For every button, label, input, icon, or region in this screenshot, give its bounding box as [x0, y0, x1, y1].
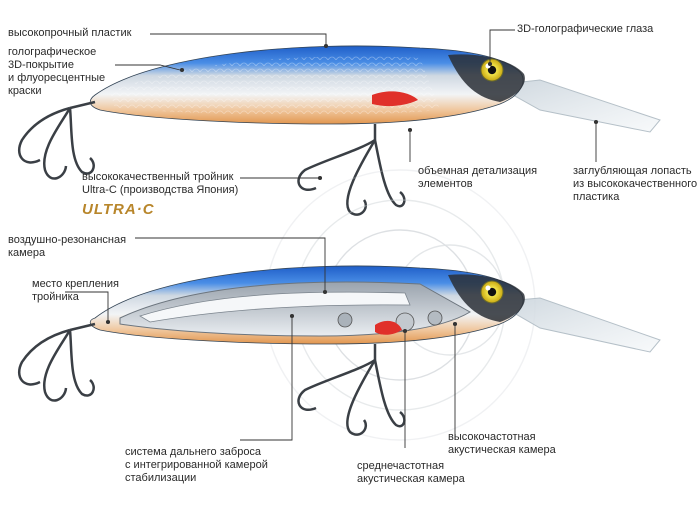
bottom-diving-lip	[493, 297, 661, 353]
leader-plastic	[150, 33, 327, 44]
leader-holo	[115, 64, 181, 71]
ultra-c-logo: ULTRA·C	[82, 201, 155, 218]
label-hook: высококачественный тройник Ultra-C (прои…	[82, 171, 239, 196]
leader-eyes	[489, 29, 515, 62]
label-high-chamber: высокочастотная акустическая камера	[448, 431, 556, 456]
leader-lines	[65, 29, 599, 448]
label-plastic: высокопрочный пластик	[8, 27, 132, 39]
label-cast-system: система дальнего заброса с интегрированн…	[125, 446, 268, 484]
top-eye-icon	[480, 58, 504, 82]
top-diving-lip	[493, 79, 661, 133]
label-air-chamber: воздушно-резонансная камера	[8, 234, 127, 259]
label-holo: голографическое 3D-покрытие и флуоресцен…	[8, 46, 106, 97]
label-eyes: 3D-голографические глаза	[517, 23, 654, 35]
leader-air	[135, 237, 326, 290]
bottom-eye-icon	[480, 280, 504, 304]
bottom-lure	[17, 169, 661, 441]
top-gill-fin	[372, 91, 418, 107]
label-mount: место крепления тройника	[32, 278, 119, 303]
leader-cast	[240, 318, 293, 441]
top-belly-hook	[297, 124, 406, 216]
label-lip: заглубляющая лопасть из высококачественн…	[573, 165, 698, 203]
label-mid-chamber: среднечастотная акустическая камера	[357, 460, 465, 485]
label-detail: объемная детализация элементов	[418, 165, 538, 190]
top-tail-hook	[17, 100, 96, 180]
bottom-belly-hook	[297, 344, 406, 436]
leader-mount	[65, 291, 109, 320]
top-lure	[17, 45, 661, 216]
bottom-tail-hook	[17, 322, 96, 402]
air-resonance-chamber	[139, 291, 411, 323]
